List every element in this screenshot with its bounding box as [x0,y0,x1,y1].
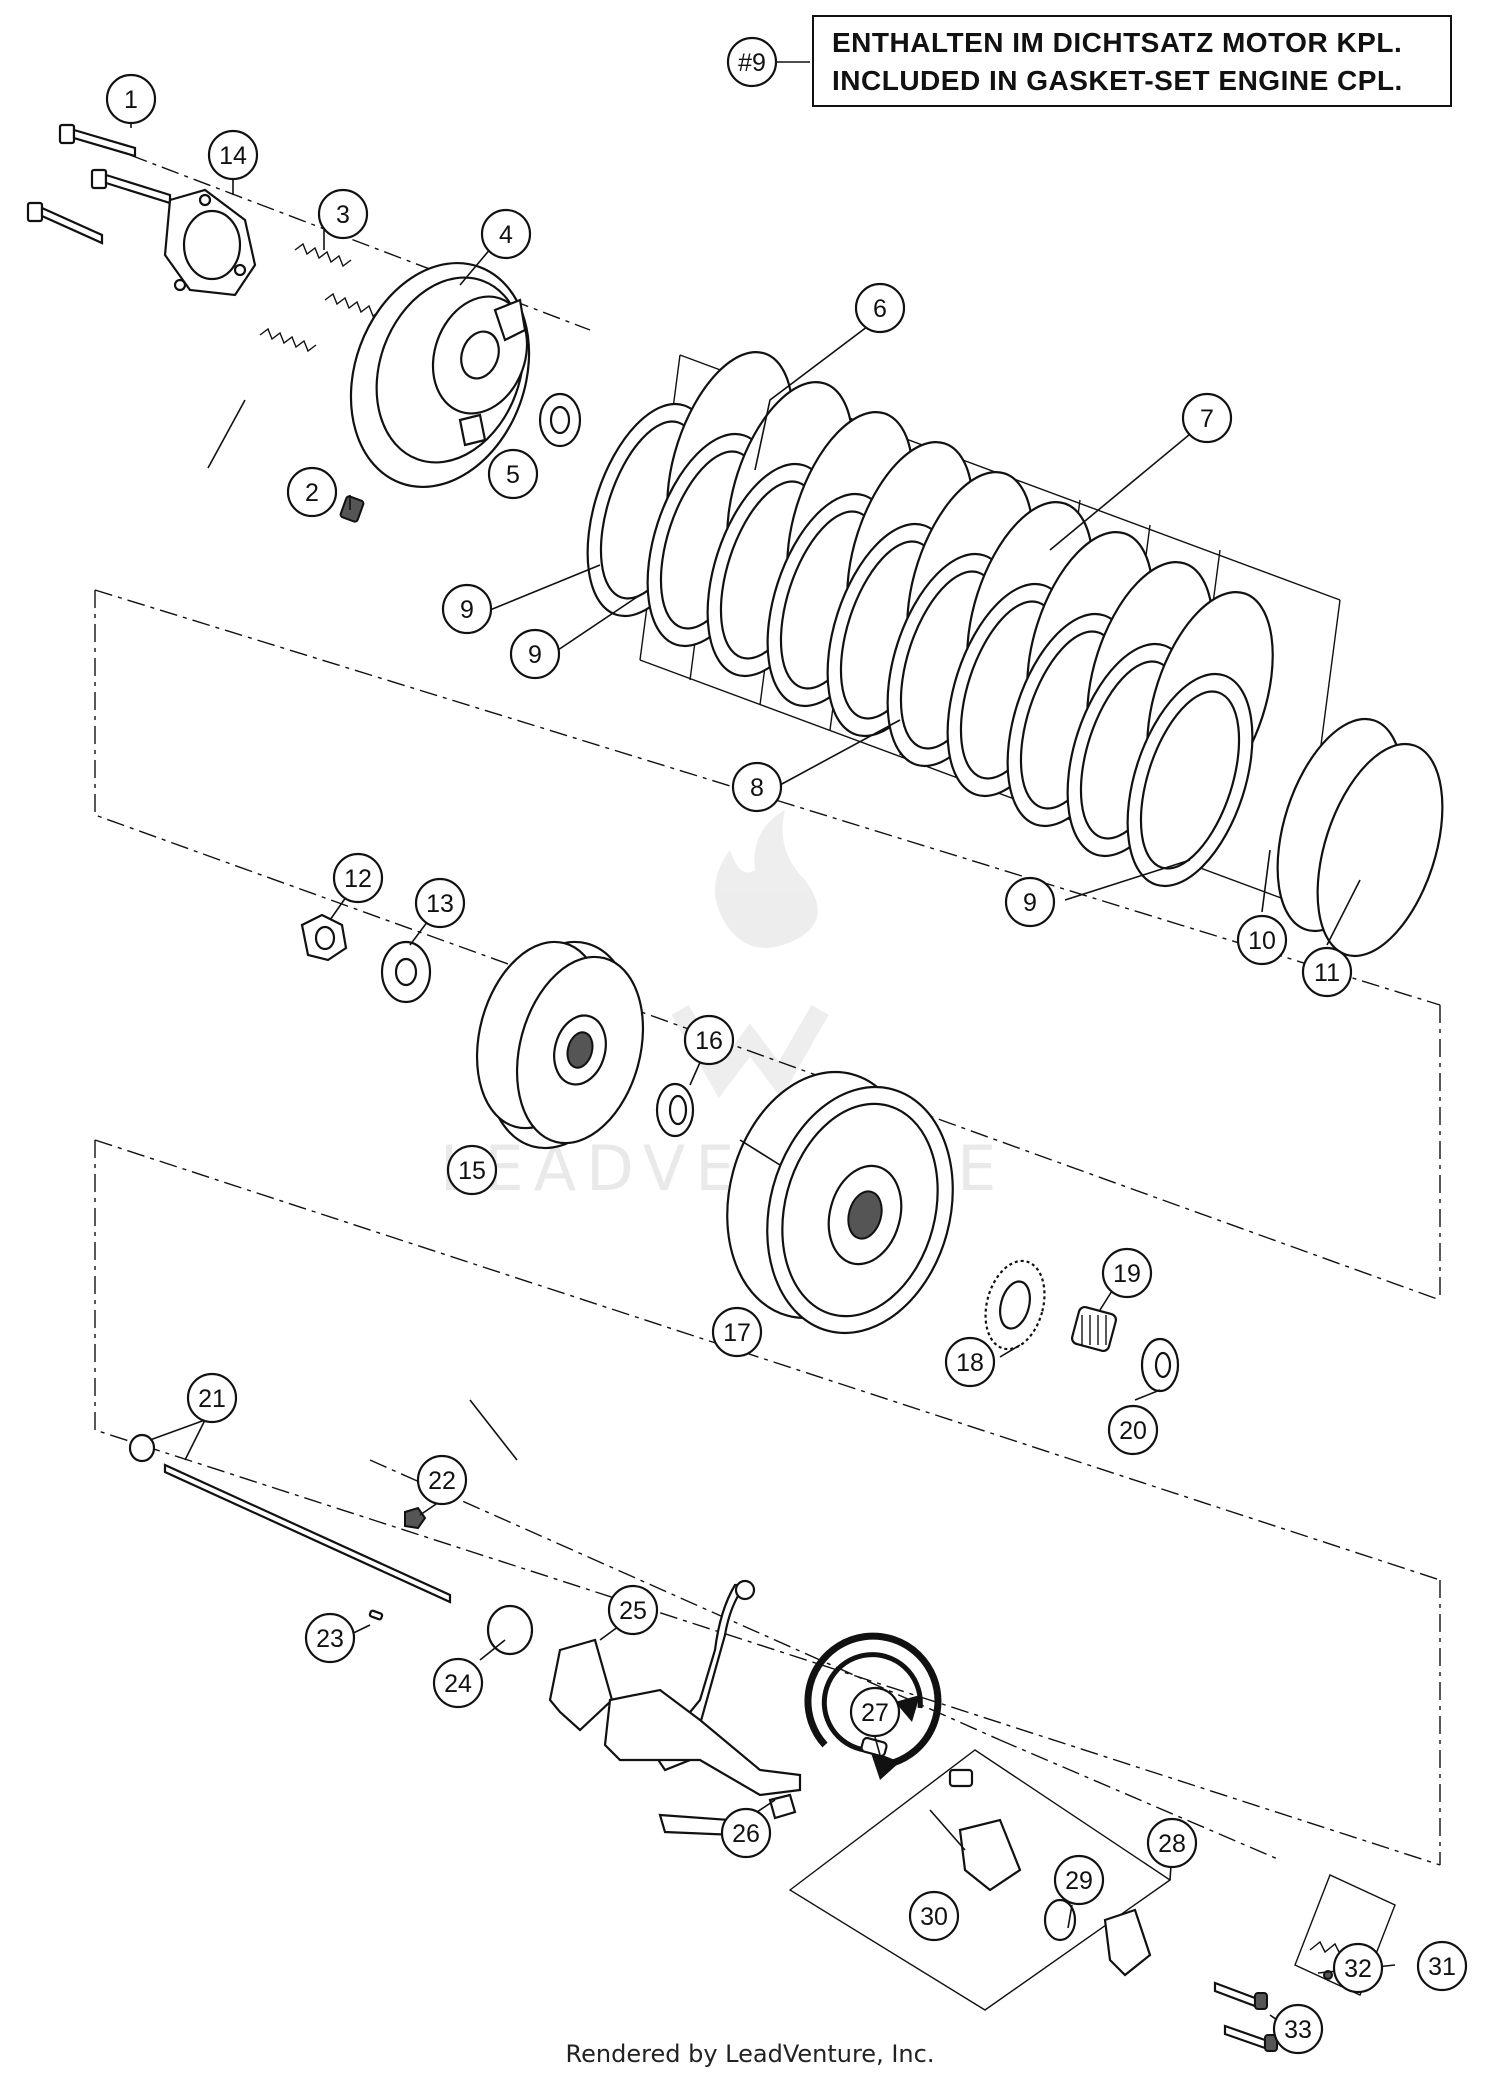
release-lever [548,1579,802,1837]
svg-text:32: 32 [1344,1955,1372,1983]
callout-6: 6 [854,282,906,334]
thrust-washer [655,1082,695,1138]
outer-basket [726,1070,954,1335]
callout-26: 26 [720,1807,772,1859]
washer [1140,1337,1180,1393]
callout-4: 4 [480,208,532,260]
callout-13: 13 [414,877,466,929]
nut-washer [300,913,432,1004]
callout-15: 15 [446,1144,498,1196]
svg-text:27: 27 [861,1699,889,1727]
callout-10: 10 [1236,914,1288,966]
callout-16: 16 [683,1014,735,1066]
svg-text:13: 13 [426,890,454,918]
rotation-arrow [804,1632,942,1780]
svg-text:5: 5 [506,461,520,489]
svg-text:30: 30 [920,1903,948,1931]
svg-text:9: 9 [528,641,542,669]
svg-text:9: 9 [1023,889,1037,917]
svg-text:1: 1 [124,86,138,114]
svg-text:10: 10 [1248,927,1276,955]
callout-20: 20 [1107,1404,1159,1456]
inner-hub [475,940,645,1150]
callout-17: 17 [711,1306,763,1358]
svg-text:29: 29 [1065,1867,1093,1895]
callout-18: 18 [944,1336,996,1388]
callout-8: 8 [731,761,783,813]
push-rod [128,1433,452,1604]
callout-11: 11 [1301,946,1353,998]
svg-text:7: 7 [1200,405,1214,433]
gear [984,1259,1046,1351]
clutch-plates [586,351,1274,888]
callout-5: 5 [487,448,539,500]
svg-text:21: 21 [198,1385,226,1413]
svg-text:11: 11 [1314,959,1340,987]
callout-7: 7 [1181,392,1233,444]
svg-text:14: 14 [219,142,247,170]
svg-text:6: 6 [873,295,887,323]
svg-text:24: 24 [444,1670,472,1698]
legend-text-english: INCLUDED IN GASKET-SET ENGINE CPL. [832,65,1403,96]
small-parts [368,1506,534,1656]
callout-32: 32 [1332,1942,1384,1994]
pressure-plate [349,261,531,489]
bearing [538,392,582,448]
svg-text:3: 3 [336,201,350,229]
svg-text:#9: #9 [738,49,766,77]
callout-1: 1 [105,73,157,125]
rings [1276,717,1444,958]
svg-text:26: 26 [732,1820,760,1848]
svg-text:16: 16 [695,1027,723,1055]
callout-23: 23 [304,1612,356,1664]
gasket-set-legend: ENTHALTEN IM DICHTSATZ MOTOR KPL. INCLUD… [812,15,1452,107]
render-credit: Rendered by LeadVenture, Inc. [565,2040,935,2068]
svg-text:4: 4 [499,221,513,249]
callout-33: 33 [1272,2003,1324,2055]
springs [259,242,382,353]
svg-text:17: 17 [723,1319,751,1347]
svg-text:18: 18 [956,1349,984,1377]
svg-text:23: 23 [316,1625,344,1653]
callout-31: 31 [1416,1940,1468,1992]
svg-text:20: 20 [1119,1417,1147,1445]
callout-3: 3 [317,188,369,240]
svg-text:25: 25 [619,1597,647,1625]
callout-legend-ref: #9 [726,36,778,88]
assembly-axis-lines [94,154,1441,1866]
svg-text:22: 22 [428,1467,456,1495]
legend-text-german: ENTHALTEN IM DICHTSATZ MOTOR KPL. [832,27,1403,58]
callout-12: 12 [332,852,384,904]
callout-21: 21 [186,1372,238,1424]
callout-28: 28 [1146,1817,1198,1869]
svg-text:12: 12 [344,865,372,893]
bolt-set [26,123,172,245]
svg-text:8: 8 [750,774,764,802]
callout-2: 2 [286,466,338,518]
callout-22: 22 [416,1454,468,1506]
callout-30: 30 [908,1890,960,1942]
svg-text:33: 33 [1284,2016,1312,2044]
svg-text:19: 19 [1113,1260,1141,1288]
callout-9c: 9 [1004,876,1056,928]
svg-text:15: 15 [458,1157,486,1185]
bolts-33 [1213,1981,1278,2052]
nut [339,495,365,523]
callout-9b: 9 [509,628,561,680]
svg-text:9: 9 [460,596,474,624]
callout-9a: 9 [441,583,493,635]
svg-text:28: 28 [1158,1830,1186,1858]
callout-25: 25 [607,1584,659,1636]
cover-plate [163,188,257,297]
callout-19: 19 [1101,1247,1153,1299]
needle-bearing [1070,1305,1118,1353]
callout-14: 14 [207,129,259,181]
svg-text:2: 2 [305,479,319,507]
slave-cylinder [788,1749,1172,2011]
svg-text:31: 31 [1428,1953,1456,1981]
callout-27: 27 [849,1686,901,1738]
callout-29: 29 [1053,1854,1105,1906]
callout-24: 24 [432,1657,484,1709]
